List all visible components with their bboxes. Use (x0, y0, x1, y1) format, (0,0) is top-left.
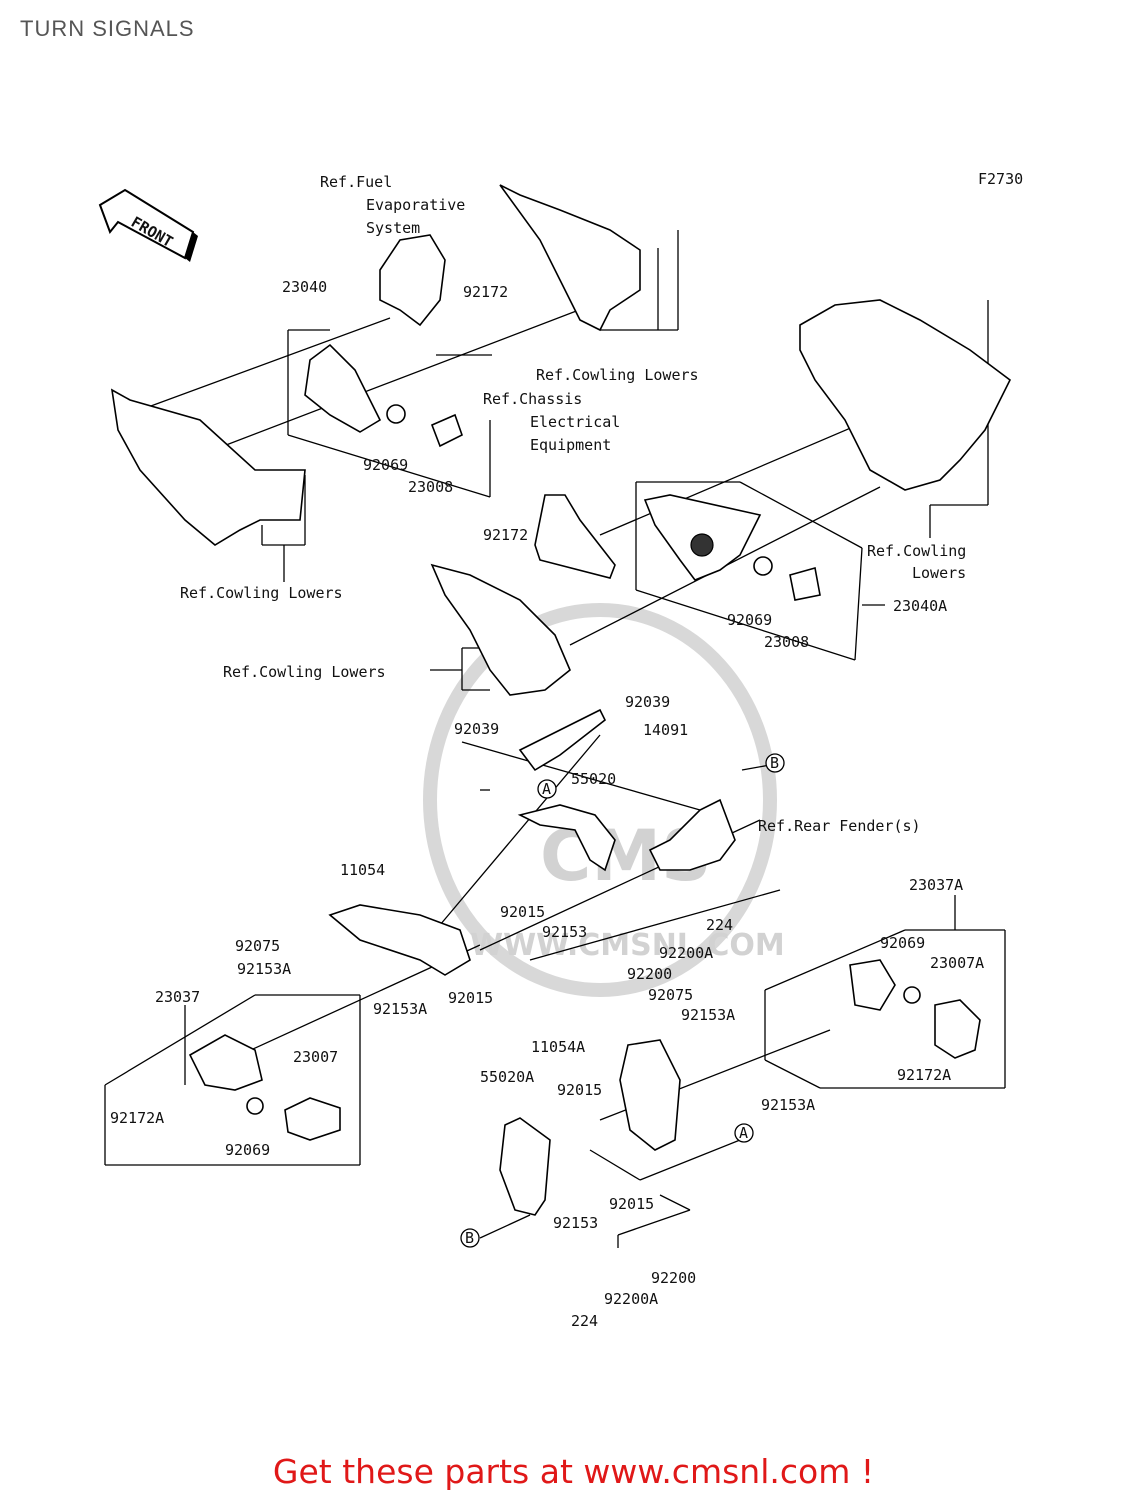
footer-link[interactable]: Get these parts at www.cmsnl.com ! (272, 1452, 875, 1491)
part-labels: 23040 92172 92069 23008 92172 92069 2300… (110, 278, 984, 1330)
part-label-92015-d: 92015 (609, 1195, 654, 1213)
part-label-92069-bl: 92069 (225, 1141, 270, 1159)
part-label-11054: 11054 (340, 861, 385, 879)
watermark-text: WWW.CMSNL.COM (470, 928, 785, 963)
part-label-92015-a: 92015 (500, 903, 545, 921)
ref-rear-fender: Ref.Rear Fender(s) (758, 817, 921, 835)
part-label-92200-b: 92200 (651, 1269, 696, 1287)
part-label-55020: 55020 (571, 770, 616, 788)
part-label-23007A: 23007A (930, 954, 984, 972)
part-label-23037A: 23037A (909, 876, 963, 894)
part-label-11054A: 11054A (531, 1038, 585, 1056)
ref-fuel-line3: System (366, 219, 420, 237)
part-label-92153A-a: 92153A (237, 960, 291, 978)
ref-chassis-line3: Equipment (530, 436, 611, 454)
bracket-11054A (619, 1039, 681, 1151)
middle-cowling-panel (430, 563, 571, 696)
fuel-bracket (379, 234, 446, 327)
part-label-92172A-r: 92172A (897, 1066, 951, 1084)
page-title: TURN SIGNALS (20, 16, 195, 41)
left-bulb (386, 404, 406, 424)
watermark-ring (423, 603, 777, 997)
part-label-92200A-b: 92200A (604, 1290, 658, 1308)
right-lens (690, 533, 714, 557)
part-label-92200A-a: 92200A (659, 944, 713, 962)
left-front-signal-housing (304, 343, 382, 433)
ref-cowling-left: Ref.Cowling Lowers (180, 584, 343, 602)
left-socket (430, 413, 463, 448)
bracket-14091 (518, 708, 607, 772)
right-cowling-panel (799, 299, 1012, 491)
rear-fender-bracket (648, 798, 736, 871)
right-socket (789, 566, 821, 601)
bracket-11054 (328, 904, 471, 976)
part-label-92153A-c: 92153A (681, 1006, 735, 1024)
part-label-92172-top: 92172 (463, 283, 508, 301)
part-label-224-b: 224 (571, 1312, 598, 1330)
rear-right-lens (934, 999, 981, 1059)
part-label-14091: 14091 (643, 721, 688, 739)
marker-b-1: B (770, 754, 779, 772)
ref-cowling-mid: Ref.Cowling Lowers (223, 663, 386, 681)
part-label-92153A-d: 92153A (761, 1096, 815, 1114)
left-cowling-panel (110, 388, 306, 546)
ref-cowling-right-line2: Lowers (912, 564, 966, 582)
ref-fuel-line2: Evaporative (366, 196, 465, 214)
parts-diagram: CMS WWW.CMSNL.COM FRONT F2730 (98, 170, 1023, 1330)
ref-fuel-line1: Ref.Fuel (320, 173, 392, 191)
ref-chassis-line2: Electrical (530, 413, 620, 431)
bracket-55020A (499, 1117, 551, 1216)
part-label-92172A-l: 92172A (110, 1109, 164, 1127)
part-label-23040A: 23040A (893, 597, 947, 615)
part-label-92039-a: 92039 (625, 693, 670, 711)
part-label-92153-b: 92153 (553, 1214, 598, 1232)
part-label-92015-c: 92015 (557, 1081, 602, 1099)
rear-left-lens (284, 1097, 341, 1141)
part-label-92075-a: 92075 (235, 937, 280, 955)
part-label-23008-r: 23008 (764, 633, 809, 651)
part-label-92153A-b: 92153A (373, 1000, 427, 1018)
markers: A B A B (460, 753, 785, 1248)
part-label-55020A: 55020A (480, 1068, 534, 1086)
part-label-92075-b: 92075 (648, 986, 693, 1004)
part-label-92172-mid: 92172 (483, 526, 528, 544)
bracket-55020 (517, 804, 616, 872)
part-label-92069-r: 92069 (727, 611, 772, 629)
reference-labels: Ref.Fuel Evaporative System Ref.Cowling … (180, 173, 966, 835)
rear-right-bulb (903, 986, 921, 1004)
rear-right-signal (849, 959, 896, 1011)
upper-cowling-panel (499, 184, 641, 332)
ref-cowling-top: Ref.Cowling Lowers (536, 366, 699, 384)
part-label-92039-b: 92039 (454, 720, 499, 738)
part-label-224-a: 224 (706, 916, 733, 934)
part-label-92069-br: 92069 (880, 934, 925, 952)
part-label-92153-a: 92153 (542, 923, 587, 941)
part-label-92069-l: 92069 (363, 456, 408, 474)
marker-b-2: B (465, 1229, 474, 1247)
part-label-23040: 23040 (282, 278, 327, 296)
rear-left-bulb (246, 1097, 264, 1115)
part-label-92015-b: 92015 (448, 989, 493, 1007)
part-label-23007: 23007 (293, 1048, 338, 1066)
right-bulb (753, 556, 773, 576)
chassis-bracket (534, 494, 616, 579)
ref-cowling-right-line1: Ref.Cowling (867, 542, 966, 560)
part-label-23008-l: 23008 (408, 478, 453, 496)
parts-drawings (110, 184, 1012, 1216)
marker-a-2: A (739, 1124, 748, 1142)
ref-chassis-line1: Ref.Chassis (483, 390, 582, 408)
front-arrow-icon: FRONT (98, 188, 198, 262)
marker-a-1: A (542, 780, 551, 798)
part-label-23037: 23037 (155, 988, 200, 1006)
part-label-92200-a: 92200 (627, 965, 672, 983)
rear-left-signal (188, 1034, 263, 1091)
figure-code: F2730 (978, 170, 1023, 188)
